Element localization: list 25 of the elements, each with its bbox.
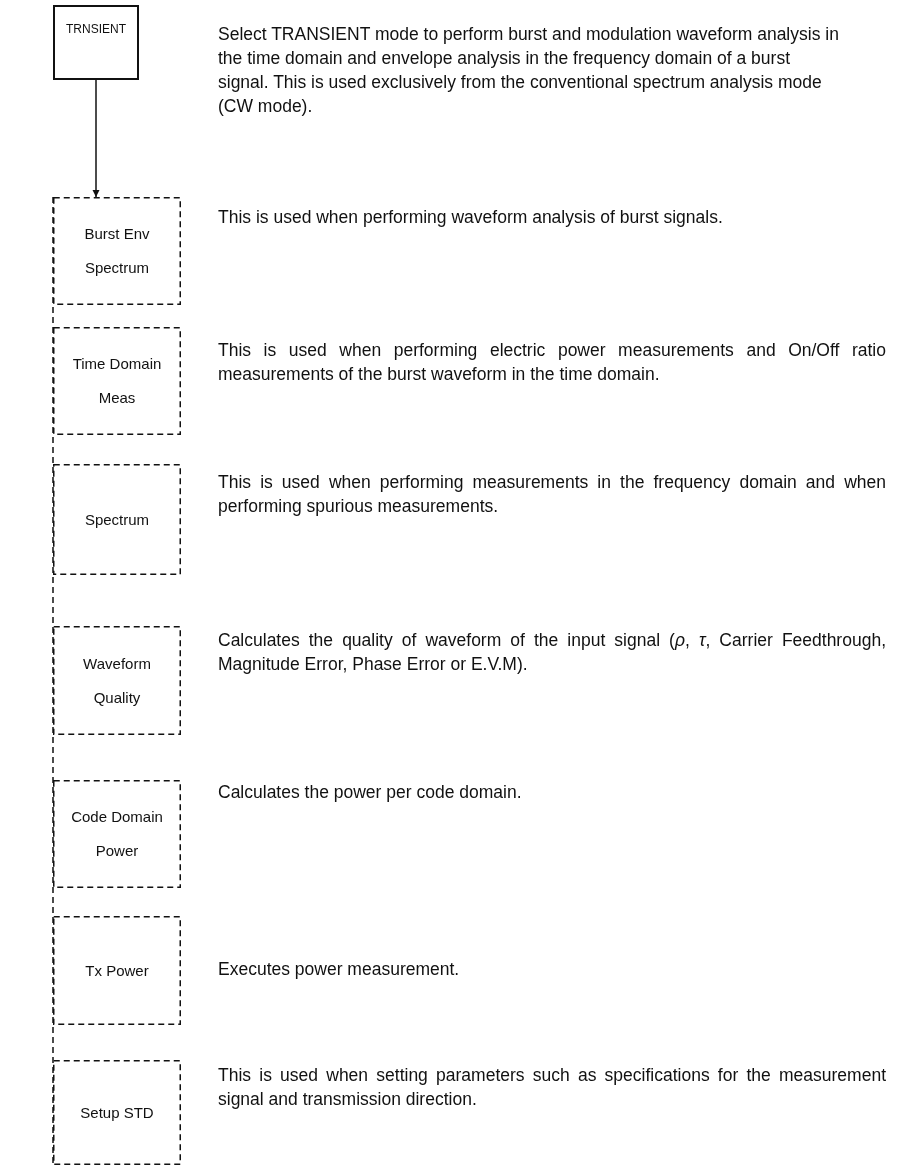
softkey-box — [53, 327, 181, 435]
description-text: This is used when setting parameters such as specifications for the measurement signal and transmission direction. — [218, 1064, 886, 1111]
softkey-box — [53, 197, 181, 305]
description-text: Executes power measurement. — [218, 958, 461, 981]
mode-key-box — [53, 5, 139, 80]
softkey-box — [53, 1060, 181, 1165]
description-text: This is used when performing electric power measurements and On/Off ratio measurements of the burst waveform in the time domain. — [218, 339, 886, 386]
description-text: Calculates the quality of waveform of the input signal (ρ, τ, Carrier Feedthrough, Magnitude Error, Phase Error or E.V.M). — [218, 629, 886, 676]
key-label: Code Domain Power — [70, 807, 164, 861]
softkey-box — [53, 780, 181, 888]
softkey-box — [53, 464, 181, 575]
description-text: Select TRANSIENT mode to perform burst and modulation waveform analysis in the time domain and envelope analysis in the frequency domain of a burst signal. This is used exclusively from the conventional spectrum analysis mode (CW mode). — [218, 23, 840, 118]
softkey-box — [53, 626, 181, 735]
key-label: Spectrum — [83, 509, 151, 530]
key-label: Burst Env Spectrum — [83, 224, 151, 278]
key-label: Tx Power — [84, 960, 150, 981]
description-text: This is used when performing waveform analysis of burst signals. — [218, 206, 724, 229]
key-label: Setup STD — [79, 1102, 155, 1123]
key-label: Waveform Quality — [82, 653, 152, 708]
softkey-box — [53, 916, 181, 1025]
key-label: TRNSIENT — [65, 21, 127, 37]
key-label: Time Domain Meas — [71, 354, 163, 408]
arrow — [92, 79, 100, 198]
description-text: This is used when performing measurements in the frequency domain and when performing spurious measurements. — [218, 471, 886, 518]
description-text: Calculates the power per code domain. — [218, 781, 523, 804]
